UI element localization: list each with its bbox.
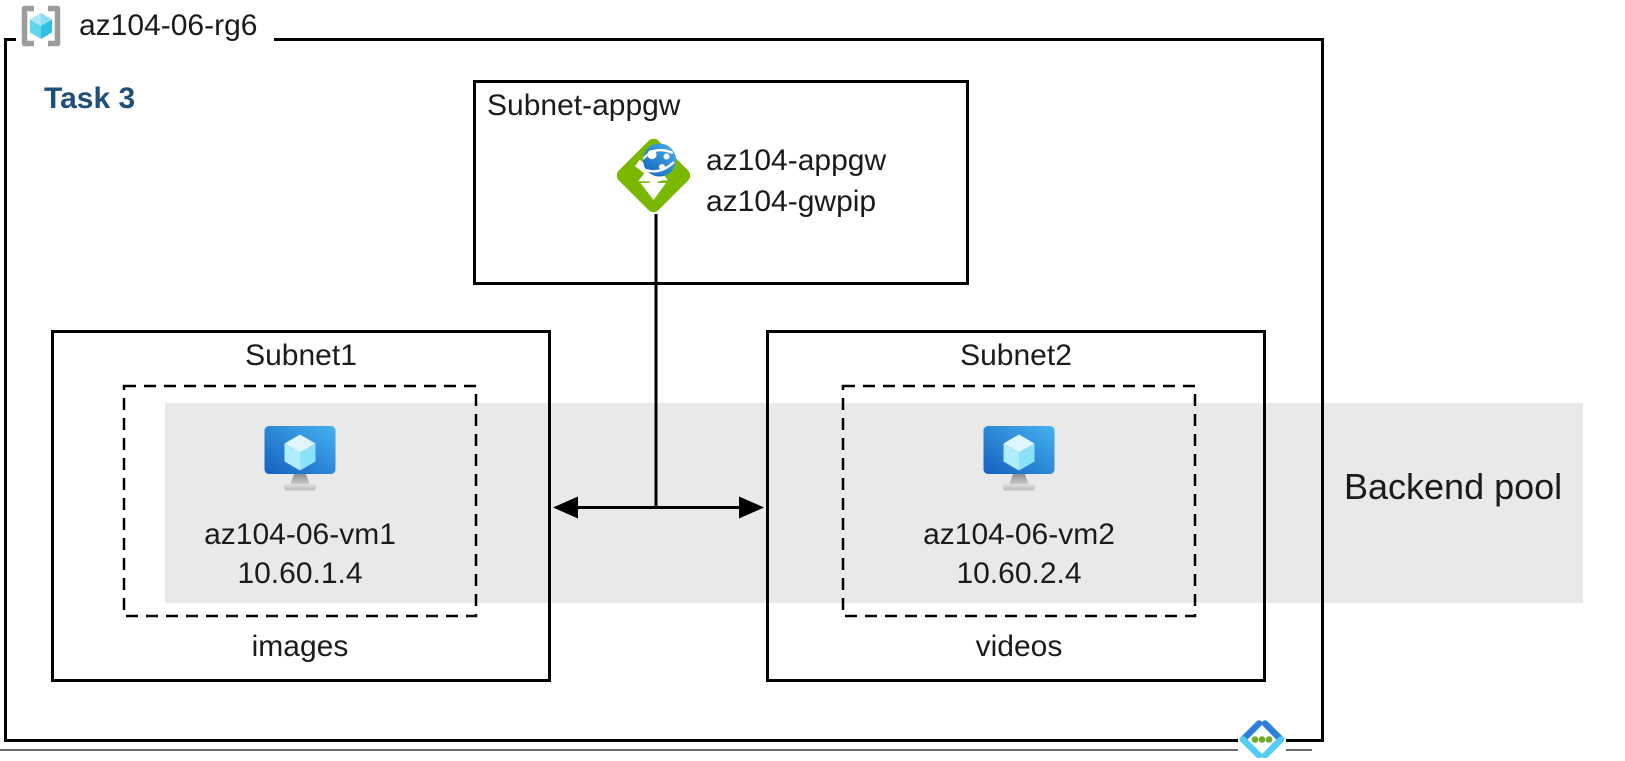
- vm1-ip: 10.60.1.4: [237, 557, 363, 590]
- vm2-name: az104-06-vm2: [923, 518, 1115, 551]
- subnet1-caption: images: [251, 630, 349, 663]
- appgw-subnet-box: [473, 80, 969, 285]
- backend-pool-label: Backend pool: [1344, 466, 1563, 507]
- resource-group-icon: [18, 5, 64, 47]
- appgw-labels: az104-appgw az104-gwpip: [706, 140, 886, 222]
- subnet2-box: [766, 330, 1266, 682]
- resource-group-box: [4, 38, 1324, 742]
- vm1-name: az104-06-vm1: [204, 518, 396, 551]
- vm2-ip: 10.60.2.4: [956, 557, 1082, 590]
- resource-group-name: az104-06-rg6: [79, 9, 258, 42]
- subnet1-box: [51, 330, 551, 682]
- subnet1-title: Subnet1: [245, 339, 357, 372]
- subnet2-title: Subnet2: [960, 339, 1072, 372]
- appgw-pip-label: az104-gwpip: [706, 185, 877, 218]
- appgw-name-label: az104-appgw: [706, 144, 887, 177]
- virtual-machine-icon: [983, 423, 1055, 498]
- virtual-machine-icon: [264, 423, 336, 498]
- appgw-subnet-title: Subnet-appgw: [487, 89, 681, 122]
- virtual-network-icon: [1238, 718, 1286, 760]
- application-gateway-icon: [611, 133, 696, 223]
- task-label: Task 3: [44, 82, 136, 115]
- subnet2-caption: videos: [975, 630, 1063, 663]
- resource-group-header: az104-06-rg6: [16, 3, 275, 49]
